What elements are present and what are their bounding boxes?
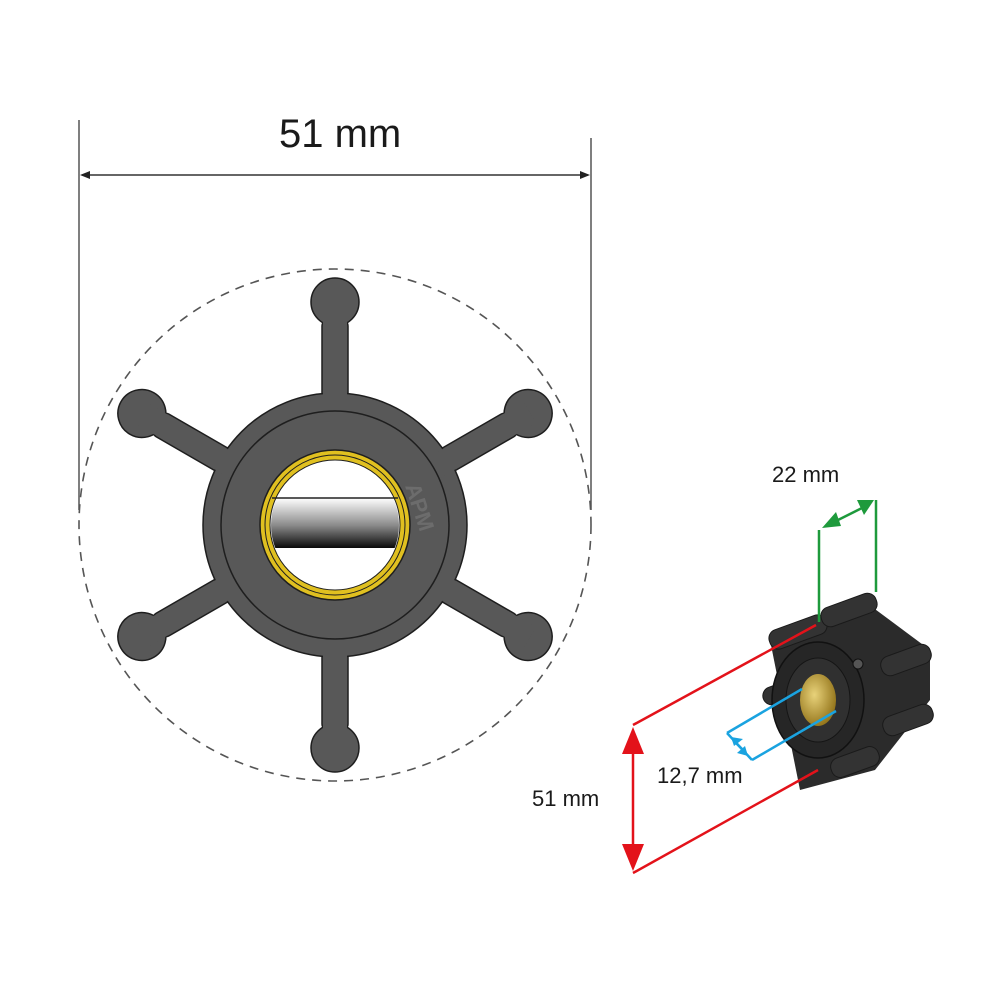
hub-ring <box>220 410 450 640</box>
width-label: 22 mm <box>772 462 840 487</box>
diameter-label: 51 mm <box>279 112 402 156</box>
outer-diameter-circle <box>78 268 592 782</box>
height-dimension <box>622 623 819 875</box>
shaft-label: 12,7 mm <box>657 763 743 788</box>
diameter-dimension <box>78 120 592 510</box>
iso-bushing <box>800 674 836 726</box>
shaft <box>271 498 399 548</box>
iso-impeller <box>762 592 934 790</box>
width-dimension <box>817 500 878 622</box>
height-label: 51 mm <box>532 786 600 811</box>
shaft-dimension <box>726 687 837 762</box>
